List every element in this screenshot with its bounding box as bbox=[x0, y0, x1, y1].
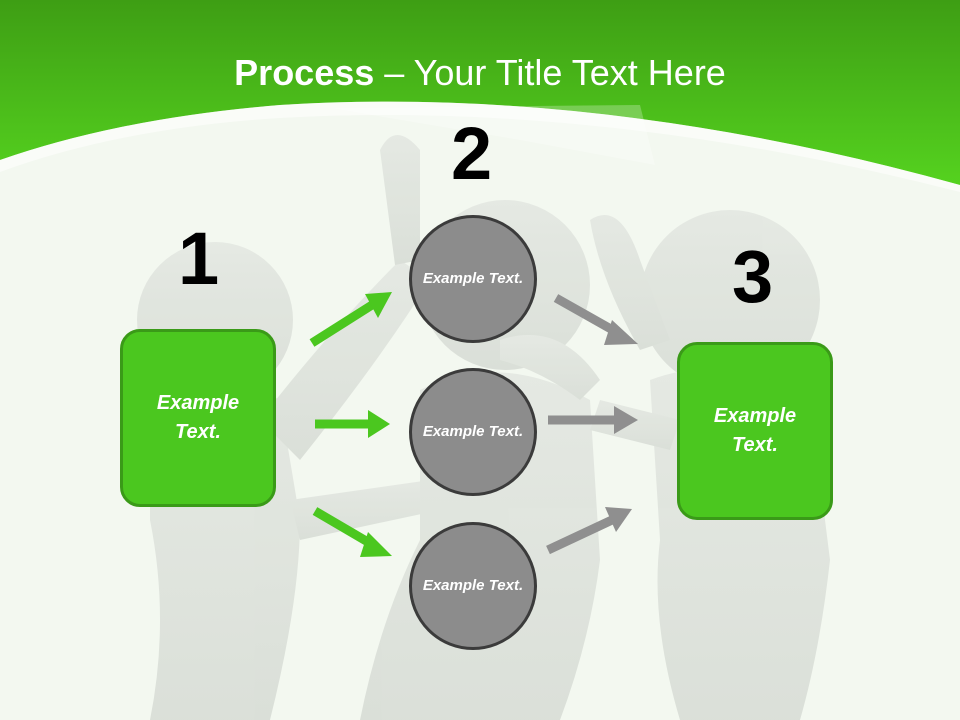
step-number-1: 1 bbox=[178, 217, 220, 300]
slide-title: Process – Your Title Text Here bbox=[0, 52, 960, 94]
step-2-circle-2-text: Example Text. bbox=[422, 422, 524, 440]
step-2-circle-1-text: Example Text. bbox=[422, 269, 524, 287]
step-2-circle-2: Example Text. bbox=[409, 368, 537, 496]
step-3-box: Example Text. bbox=[677, 342, 833, 520]
step-2-circle-3: Example Text. bbox=[409, 522, 537, 650]
step-1-box: Example Text. bbox=[120, 329, 276, 507]
step-2-circle-1: Example Text. bbox=[409, 215, 537, 343]
arrows-gray bbox=[546, 294, 638, 555]
step-1-text: Example Text. bbox=[156, 392, 240, 443]
step-3-text: Example Text. bbox=[713, 405, 797, 456]
header-band bbox=[0, 0, 960, 185]
step-number-3: 3 bbox=[732, 235, 774, 318]
title-bold: Process bbox=[234, 52, 375, 93]
step-2-circle-3-text: Example Text. bbox=[422, 576, 524, 594]
arrows-green bbox=[309, 292, 392, 557]
step-number-2: 2 bbox=[451, 112, 493, 195]
title-rest: – Your Title Text Here bbox=[374, 52, 726, 93]
